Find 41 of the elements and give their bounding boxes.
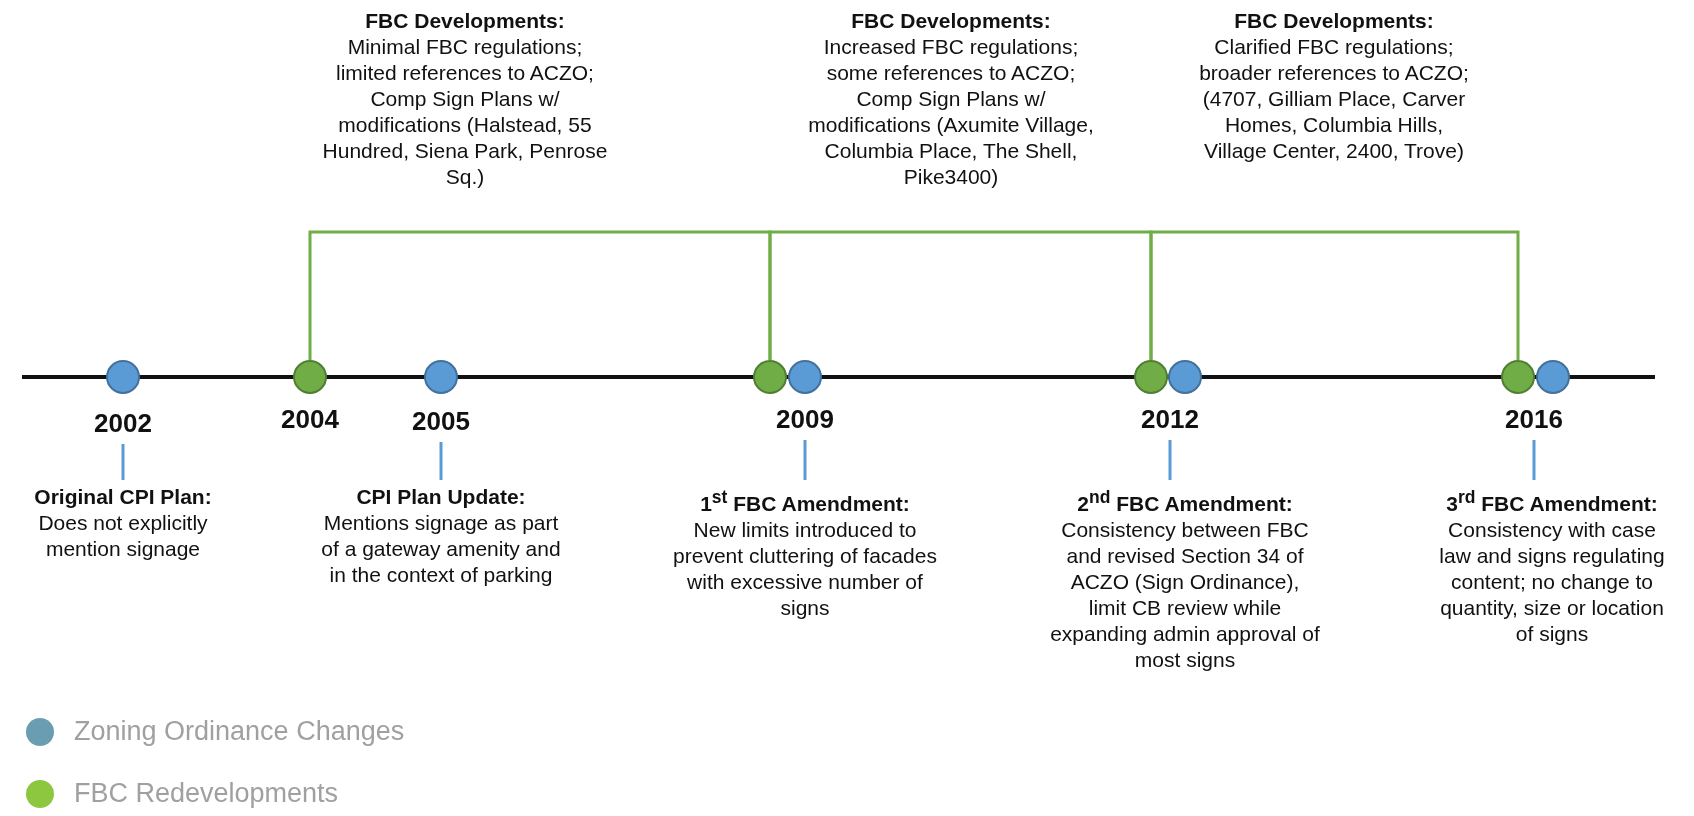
heading: CPI Plan Update:	[355, 484, 527, 510]
legend-label: Zoning Ordinance Changes	[74, 716, 405, 747]
heading: 1$^{st}$ FBC Amendment:	[699, 486, 911, 517]
year-label: 2004	[265, 404, 355, 434]
timeline-dot	[753, 360, 787, 394]
description: Consistency between FBC and revised Section 34 of ACZO (Sign Ordinance), limit CB review while expanding admin approval of most signs	[1050, 517, 1320, 673]
description: Clarified FBC regulations; broader references to ACZO; (4707, Gilliam Place, Carver Homes, Columbia Hills, Village Center, 2400, Trove)	[1198, 34, 1470, 164]
heading: 3$^{rd}$ FBC Amendment:	[1445, 486, 1659, 517]
year-label: 2016	[1489, 404, 1579, 434]
tick-line	[121, 444, 125, 480]
timeline-dot	[106, 360, 140, 394]
timeline-dot	[1536, 360, 1570, 394]
timeline-dot	[1501, 360, 1535, 394]
year-label: 2009	[760, 404, 850, 434]
bracket-line	[308, 230, 772, 360]
timeline-dot	[424, 360, 458, 394]
tick-line	[803, 440, 807, 480]
legend-label: FBC Redevelopments	[74, 778, 339, 809]
heading: Original CPI Plan:	[33, 484, 213, 510]
timeline-dot	[1134, 360, 1168, 394]
heading: FBC Developments:	[850, 8, 1052, 34]
description: New limits introduced to prevent cluttering of facades with excessive number of signs	[672, 517, 938, 621]
tick-line	[1168, 440, 1172, 480]
description: Increased FBC regulations; some references to ACZO; Comp Sign Plans w/ modifications (Axumite Village, Columbia Place, The Shell, Pike3400)	[807, 34, 1095, 190]
timeline-dot	[1168, 360, 1202, 394]
heading: 2$^{nd}$ FBC Amendment:	[1076, 486, 1294, 517]
tick-line	[439, 442, 443, 480]
heading: FBC Developments:	[364, 8, 566, 34]
year-label: 2005	[396, 406, 486, 436]
tick-line	[1532, 440, 1536, 480]
year-label: 2012	[1125, 404, 1215, 434]
bracket-line	[768, 230, 1153, 360]
description: Consistency with case law and signs regulating content; no change to quantity, size or location of signs	[1438, 517, 1666, 647]
description: Minimal FBC regulations; limited references to ACZO; Comp Sign Plans w/ modifications (Halstead, 55 Hundred, Siena Park, Penrose Sq.)	[321, 34, 609, 190]
year-label: 2002	[78, 408, 168, 438]
timeline-dot	[293, 360, 327, 394]
heading: FBC Developments:	[1233, 8, 1435, 34]
description: Mentions signage as part of a gateway amenity and in the context of parking	[320, 510, 562, 588]
description: Does not explicitly mention signage	[37, 510, 209, 562]
timeline-dot	[788, 360, 822, 394]
bracket-line	[1149, 230, 1520, 360]
